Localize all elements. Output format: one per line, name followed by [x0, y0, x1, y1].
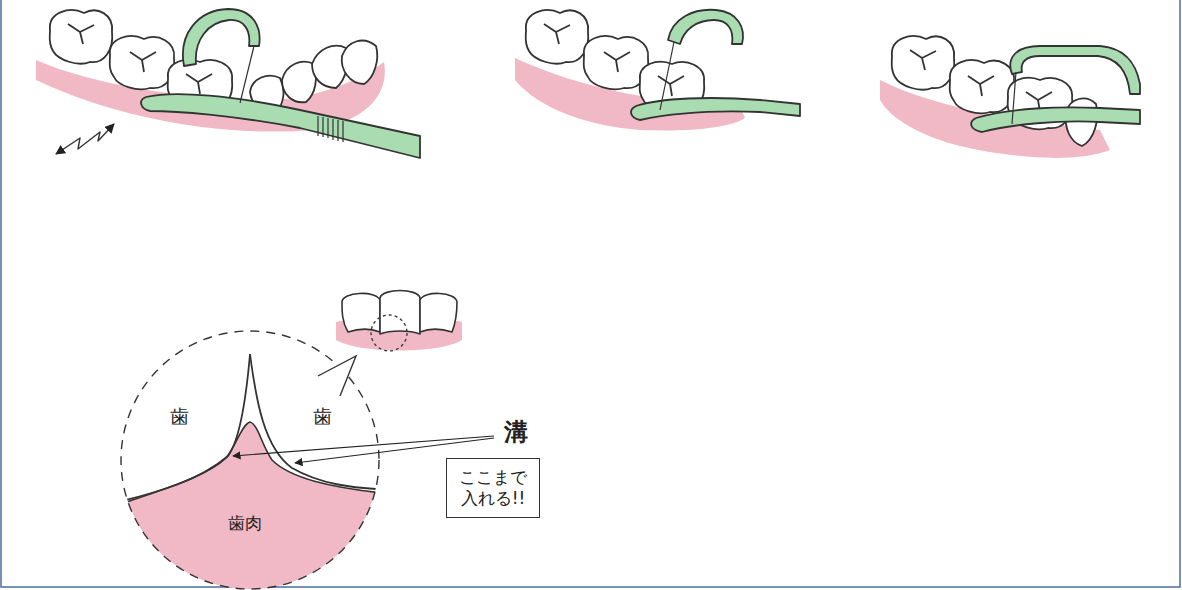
- crown-mark: [968, 76, 994, 96]
- floss-holder-arm: [668, 10, 743, 44]
- crown-mark: [186, 74, 212, 94]
- callout-pointer: [318, 356, 356, 396]
- incisor: [342, 293, 380, 332]
- crown-mark: [910, 50, 936, 70]
- grip-hatch: [318, 116, 343, 142]
- floss-holder: [631, 98, 800, 120]
- floss-panel-1: [36, 9, 420, 158]
- molar: [526, 10, 589, 64]
- crown-mark: [658, 76, 684, 96]
- incisor: [342, 41, 378, 84]
- note-box: ここまで 入れる!!: [446, 458, 540, 518]
- tooth-outline: [250, 354, 392, 490]
- molar: [110, 36, 175, 89]
- floss-panel-2: [515, 10, 800, 131]
- zoom-circle: [121, 331, 379, 589]
- incisor: [282, 62, 316, 103]
- incisor: [380, 291, 420, 335]
- leader-line: [233, 436, 494, 456]
- crown-mark: [130, 52, 156, 72]
- part-label: 歯: [313, 405, 332, 428]
- molar: [892, 36, 955, 90]
- molar: [584, 36, 649, 89]
- molar: [50, 10, 113, 64]
- zoom-marker: [371, 315, 407, 351]
- note-text: ここまで 入れる!!: [447, 467, 539, 510]
- part-label: 歯: [170, 405, 189, 428]
- crown-mark: [604, 52, 630, 72]
- floss-holder-arm: [1010, 46, 1140, 94]
- floss: [660, 42, 674, 110]
- crown-mark: [68, 24, 94, 44]
- floss: [1012, 72, 1016, 124]
- note-body: ここまで 入れる!!: [447, 467, 539, 510]
- part-label: 溝: [504, 418, 528, 447]
- floss-holder-arm: [183, 9, 260, 66]
- floss: [240, 46, 254, 103]
- floss-holder: [971, 107, 1140, 132]
- magnified-view: [110, 330, 494, 590]
- front-teeth-icon: [336, 291, 462, 352]
- tooth-outline: [110, 354, 250, 504]
- floss-panel-3: [880, 36, 1140, 158]
- motion-arrow: [56, 124, 114, 154]
- incisor: [420, 293, 457, 332]
- molar: [950, 60, 1015, 113]
- floss-holder: [141, 94, 420, 158]
- part-label: 歯肉: [228, 513, 262, 533]
- crown-mark: [544, 24, 570, 44]
